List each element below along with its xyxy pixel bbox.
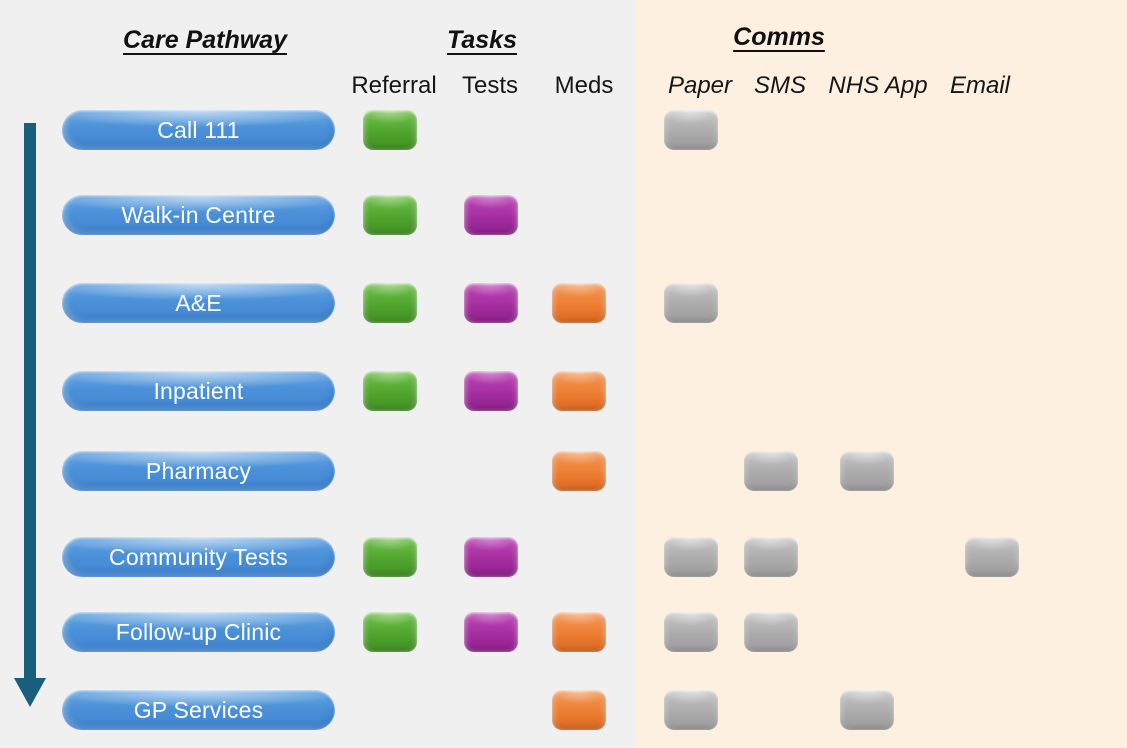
comm-column-header-email: Email [949,72,1011,99]
task-marker-referral [363,612,417,652]
task-marker-referral [363,110,417,150]
pathway-node-label: Walk-in Centre [121,201,276,228]
comm-marker-paper [664,537,718,577]
comm-marker-sms [744,537,798,577]
comm-marker-paper [664,690,718,730]
pathway-row: GP Services [0,690,1127,730]
task-marker-meds [552,283,606,323]
task-marker-referral [363,537,417,577]
tasks-title: Tasks [447,26,517,54]
task-marker-tests [464,612,518,652]
task-marker-tests [464,195,518,235]
pathway-node-label: Community Tests [109,543,288,570]
pathway-row: Inpatient [0,371,1127,411]
task-marker-referral [363,195,417,235]
pathway-row: Call 111 [0,110,1127,150]
comm-column-header-sms: SMS [753,72,807,99]
task-marker-meds [552,451,606,491]
pathway-flow-arrow-head [14,678,46,707]
task-column-header-tests: Tests [461,72,519,99]
comm-marker-nhs_app [840,690,894,730]
care-pathway-title: Care Pathway [123,26,287,54]
pathway-node: GP Services [62,690,335,730]
pathway-node-label: A&E [175,289,222,316]
pathway-row: Follow-up Clinic [0,612,1127,652]
pathway-node: A&E [62,283,335,323]
task-column-header-referral: Referral [351,72,437,99]
pathway-node-label: Call 111 [157,116,240,143]
comm-column-header-paper: Paper [667,72,733,99]
pathway-node-label: Follow-up Clinic [115,618,282,645]
pathway-row: A&E [0,283,1127,323]
pathway-node: Follow-up Clinic [62,612,335,652]
pathway-node: Call 111 [62,110,335,150]
pathway-node: Walk-in Centre [62,195,335,235]
task-column-header-meds: Meds [554,72,614,99]
pathway-flow-arrow [24,123,36,680]
task-marker-tests [464,371,518,411]
comms-title: Comms [733,23,825,51]
comm-column-header-nhs_app: NHS App [828,72,928,99]
comm-marker-sms [744,612,798,652]
task-marker-referral [363,283,417,323]
pathway-node-label: Pharmacy [145,457,252,484]
task-marker-meds [552,612,606,652]
pathway-row: Walk-in Centre [0,195,1127,235]
pathway-row: Pharmacy [0,451,1127,491]
pathway-row: Community Tests [0,537,1127,577]
comm-marker-paper [664,612,718,652]
comm-marker-paper [664,283,718,323]
task-marker-referral [363,371,417,411]
comm-marker-nhs_app [840,451,894,491]
task-marker-meds [552,690,606,730]
comm-marker-sms [744,451,798,491]
task-marker-tests [464,283,518,323]
pathway-node: Pharmacy [62,451,335,491]
pathway-node: Community Tests [62,537,335,577]
comm-marker-email [965,537,1019,577]
pathway-node: Inpatient [62,371,335,411]
pathway-node-label: GP Services [133,696,264,723]
comm-marker-paper [664,110,718,150]
task-marker-meds [552,371,606,411]
task-marker-tests [464,537,518,577]
pathway-node-label: Inpatient [153,377,244,404]
